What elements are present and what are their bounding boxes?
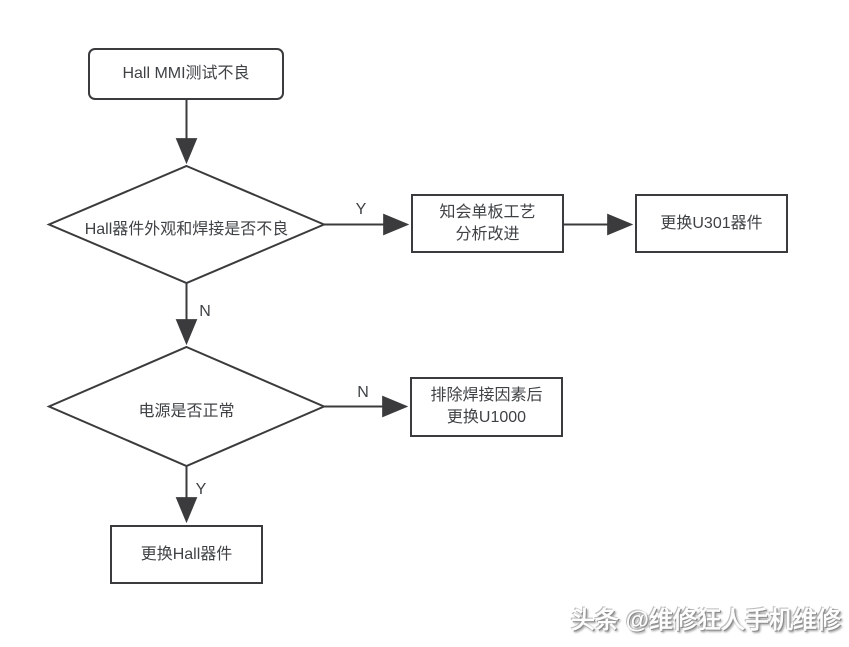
decision2-label: 电源是否正常: [138, 403, 235, 420]
decision1-yes-edge-label: Y: [355, 201, 367, 218]
decision1-no-edge-label: N: [199, 303, 211, 320]
decision2-diamond-shape: [46, 345, 327, 468]
decision1-diamond-shape: [46, 164, 327, 285]
decision2-yes-edge-label: Y: [195, 481, 207, 498]
process4-node: 更换Hall器件: [110, 525, 263, 584]
process3-node: 排除焊接因素后 更换U1000: [410, 377, 563, 437]
process1-label-line2: 分析改进: [455, 225, 520, 243]
process3-label-line1: 排除焊接因素后: [430, 387, 543, 405]
process1-node: 知会单板工艺 分析改进: [411, 194, 564, 253]
process2-label: 更换U301器件: [660, 214, 763, 232]
process2-node: 更换U301器件: [635, 194, 788, 253]
process4-label: 更换Hall器件: [140, 545, 233, 563]
watermark-text: 头条 @维修狂人手机维修: [570, 607, 841, 634]
decision2-no-edge-label: N: [357, 384, 369, 401]
decision1-label: Hall器件外观和焊接是否不良: [84, 221, 289, 238]
start-node-label: Hall MMI测试不良: [122, 65, 250, 83]
process3-label-line2: 更换U1000: [446, 409, 527, 426]
start-node: Hall MMI测试不良: [88, 48, 284, 100]
process1-label-line1: 知会单板工艺: [439, 203, 536, 221]
